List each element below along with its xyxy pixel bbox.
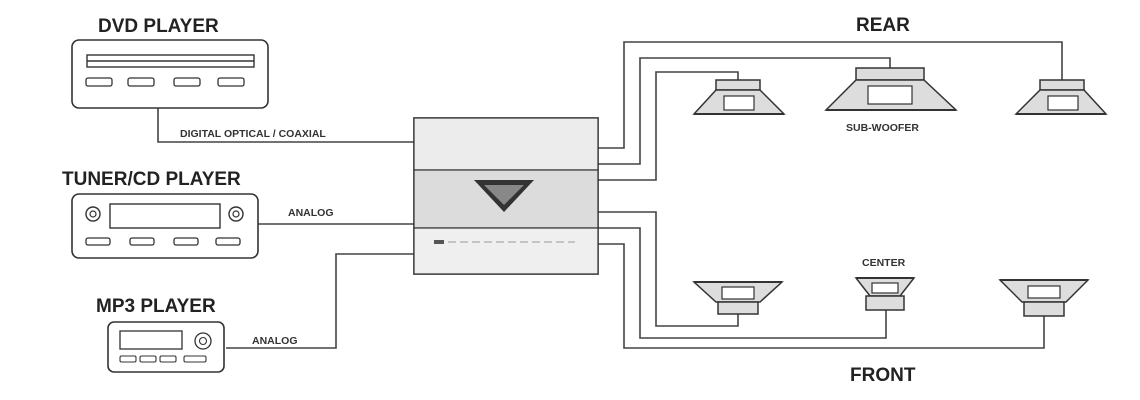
rear-left-speaker-icon <box>692 79 786 115</box>
subwoofer-label: SUB-WOOFER <box>846 122 919 134</box>
wire-rear-left <box>598 71 739 181</box>
wire-subwoofer <box>598 57 891 165</box>
subwoofer-speaker-icon <box>824 67 958 111</box>
wire-front-left <box>598 211 739 327</box>
analog-tuner-label: ANALOG <box>288 207 334 219</box>
center-speaker-icon <box>854 277 916 311</box>
mp3-player-label: MP3 PLAYER <box>96 296 216 317</box>
wire-front-right <box>598 243 1045 349</box>
wire-dvd-digital <box>157 107 414 143</box>
tuner-cd-player-label: TUNER/CD PLAYER <box>62 169 241 190</box>
connection-wires <box>157 41 1063 349</box>
dvd-player-label: DVD PLAYER <box>98 16 219 37</box>
analog-mp3-label: ANALOG <box>252 335 298 347</box>
front-left-speaker-icon <box>692 281 784 315</box>
amplifier-icon <box>413 117 599 275</box>
dvd-player-icon <box>71 39 269 109</box>
rear-label: REAR <box>856 15 910 36</box>
tuner-cd-player-icon <box>71 193 259 259</box>
wire-center <box>598 227 887 339</box>
digital-optical-coaxial-label: DIGITAL OPTICAL / COAXIAL <box>180 128 326 140</box>
front-right-speaker-icon <box>998 279 1090 317</box>
wire-rear-right <box>598 41 1063 149</box>
mp3-player-icon <box>107 321 225 373</box>
rear-right-speaker-icon <box>1014 79 1108 115</box>
center-label: CENTER <box>862 257 906 269</box>
wire-mp3-analog <box>226 253 414 349</box>
front-label: FRONT <box>850 365 916 386</box>
